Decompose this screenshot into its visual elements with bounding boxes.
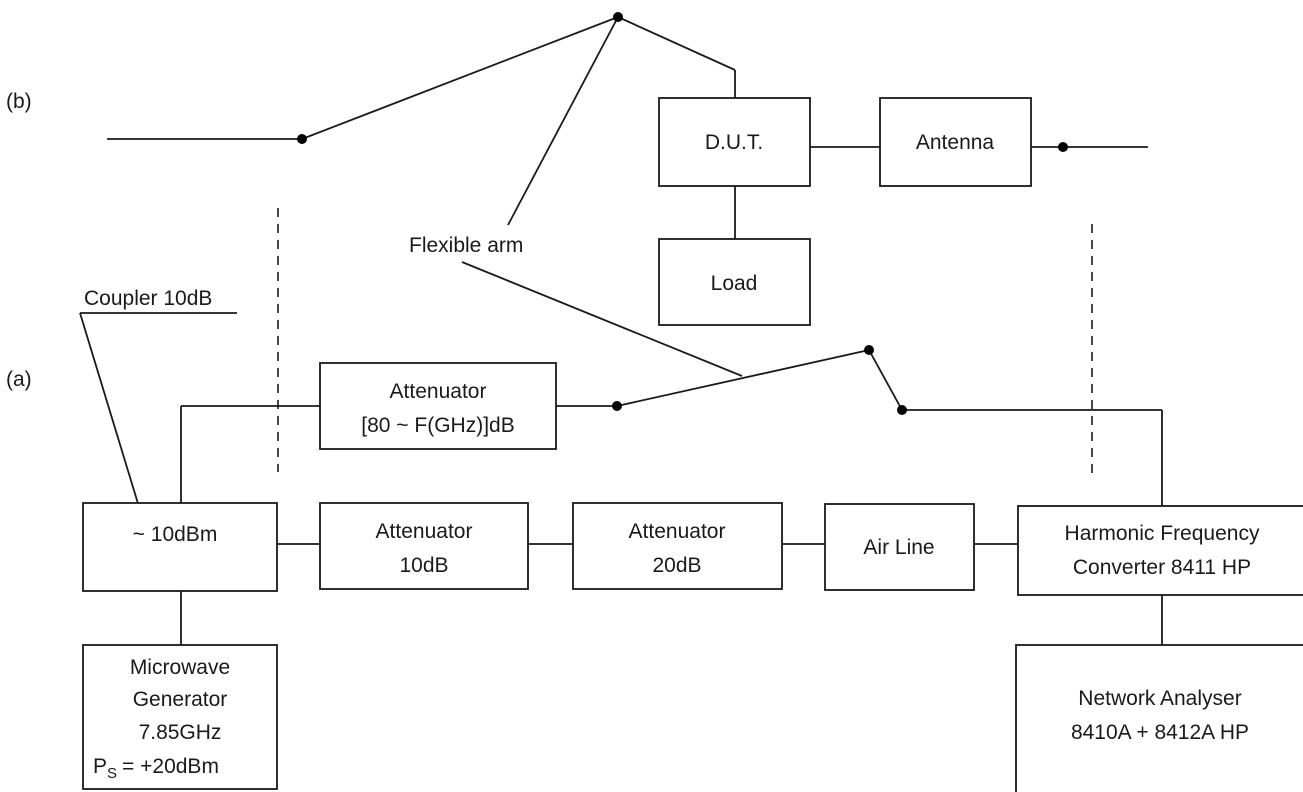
- harmonic-converter-label-2: Converter 8411 HP: [1073, 556, 1251, 579]
- variable-attenuator-block: Attenuator [80 ~ F(GHz)]dB: [319, 362, 557, 450]
- flexible-arm-label: Flexible arm: [409, 234, 523, 257]
- connector-node: [1058, 142, 1068, 152]
- generator-power-label: PS= +20dBm: [93, 755, 219, 782]
- harmonic-converter-block: Harmonic Frequency Converter 8411 HP: [1017, 505, 1303, 596]
- coupler-output-label: ~ 10dBm: [133, 523, 218, 546]
- air-line-label: Air Line: [863, 536, 934, 559]
- antenna-label: Antenna: [916, 131, 995, 154]
- connector-node: [612, 401, 622, 411]
- network-analyser-label-1: Network Analyser: [1078, 687, 1241, 710]
- attenuator-20db-block: Attenuator 20dB: [572, 502, 783, 590]
- attenuator-10db-block: Attenuator 10dB: [319, 502, 529, 590]
- variable-attenuator-label-2: [80 ~ F(GHz)]dB: [361, 414, 514, 437]
- dut-block: D.U.T.: [658, 97, 811, 187]
- connector-node: [613, 12, 623, 22]
- attenuator-10db-label-1: Attenuator: [376, 520, 473, 543]
- attenuator-10db-label-2: 10dB: [399, 554, 448, 577]
- generator-label-1: Microwave: [130, 656, 230, 679]
- connector-node: [897, 405, 907, 415]
- connector-node: [297, 134, 307, 144]
- network-analyser-label-2: 8410A + 8412A HP: [1071, 721, 1249, 744]
- load-block: Load: [658, 238, 811, 326]
- config-a-wiring: [79, 261, 1163, 645]
- generator-label-3: 7.85GHz: [139, 721, 222, 744]
- config-b-wiring: [107, 16, 1148, 239]
- attenuator-20db-label-2: 20dB: [652, 554, 701, 577]
- air-line-block: Air Line: [824, 503, 975, 591]
- harmonic-converter-label-1: Harmonic Frequency: [1065, 522, 1260, 545]
- load-label: Load: [711, 272, 758, 295]
- network-analyser-block: Network Analyser 8410A + 8412A HP: [1015, 644, 1303, 792]
- dut-label: D.U.T.: [705, 131, 763, 154]
- coupler-block: ~ 10dBm: [82, 502, 278, 592]
- variable-attenuator-label-1: Attenuator: [390, 380, 487, 403]
- generator-label-2: Generator: [133, 688, 228, 711]
- section-b-label: (b): [6, 90, 32, 113]
- connector-node: [864, 345, 874, 355]
- coupler-label: Coupler 10dB: [84, 287, 212, 310]
- section-a-label: (a): [6, 368, 32, 391]
- microwave-generator-block: Microwave Generator 7.85GHz PS= +20dBm: [82, 644, 278, 790]
- antenna-block: Antenna: [879, 97, 1032, 187]
- connector-nodes: [297, 12, 1068, 415]
- attenuator-20db-label-1: Attenuator: [629, 520, 726, 543]
